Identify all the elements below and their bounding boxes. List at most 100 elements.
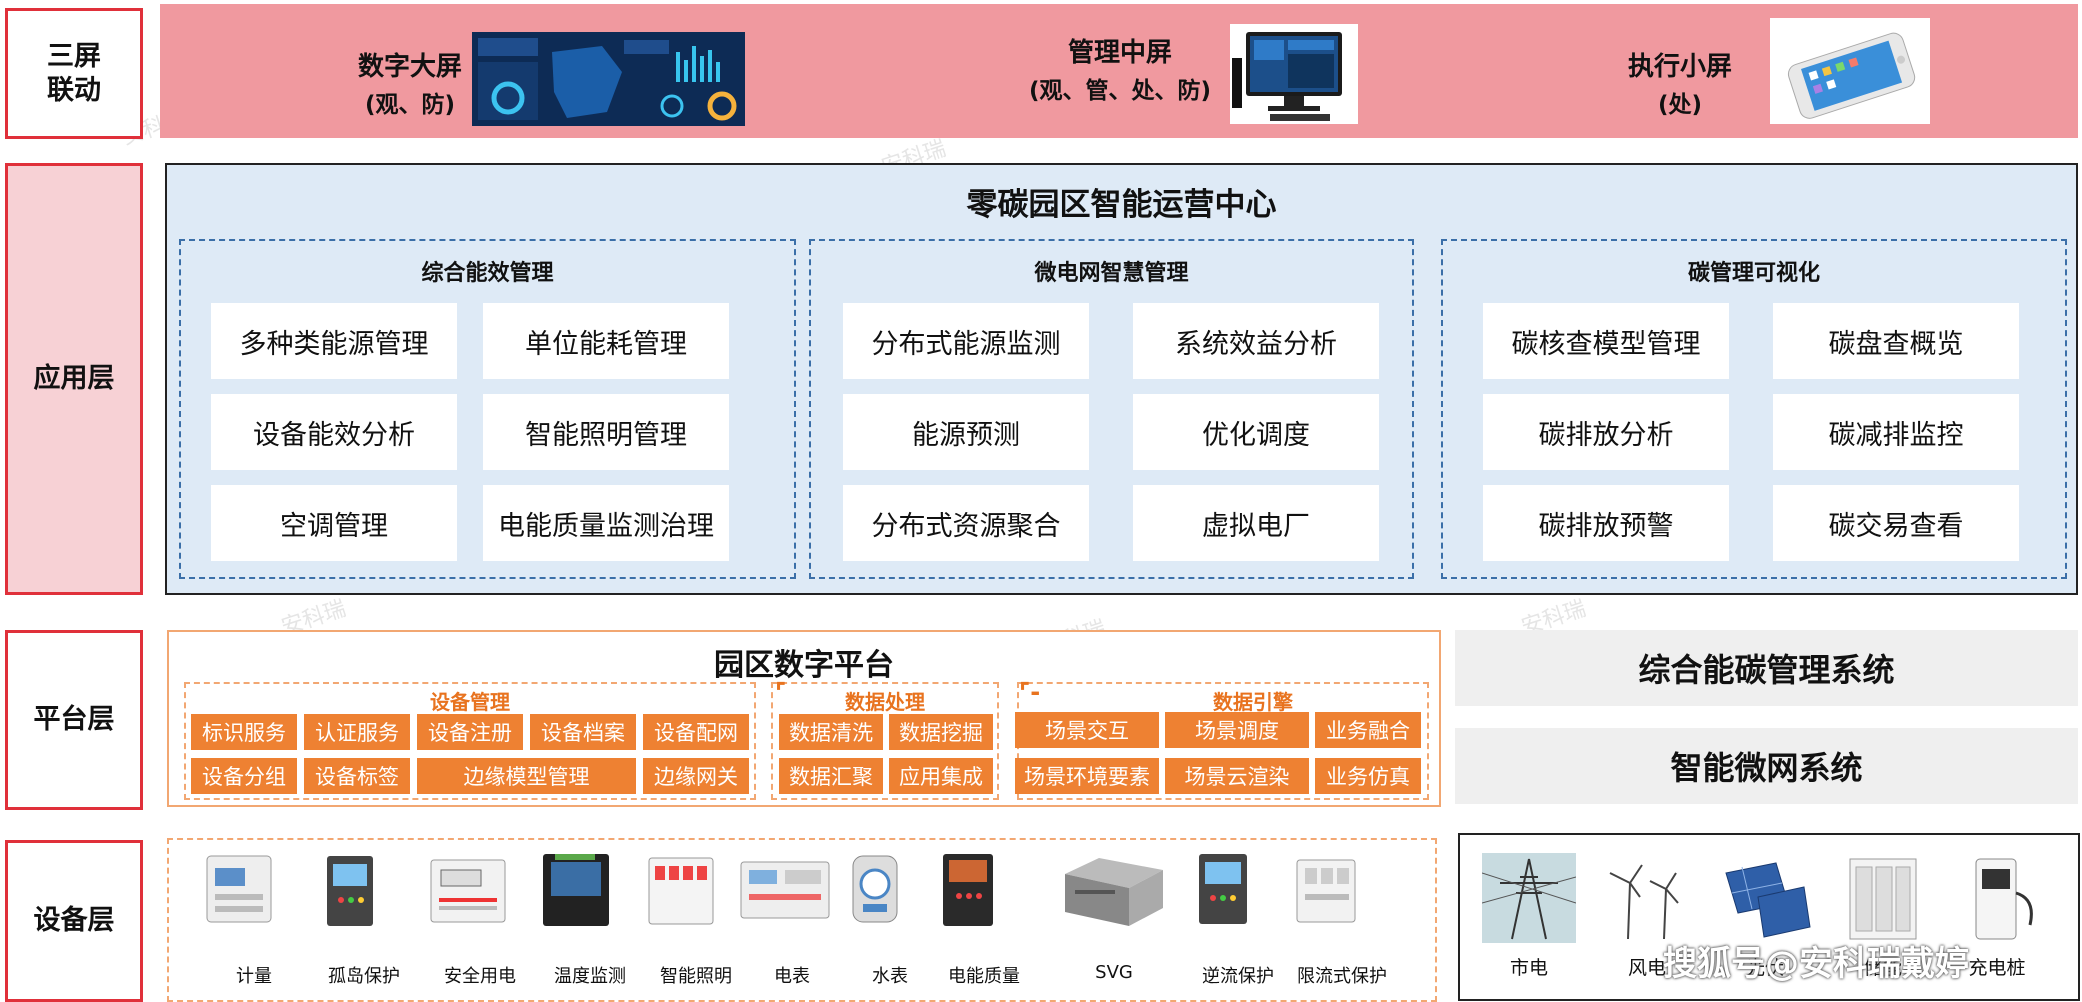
- app-item[interactable]: 优化调度: [1133, 394, 1379, 470]
- platform-item[interactable]: 设备分组: [191, 758, 297, 794]
- power-source-storage[interactable]: 储能: [1836, 853, 1930, 979]
- app-item[interactable]: 碳核查模型管理: [1483, 303, 1729, 379]
- platform-item[interactable]: 标识服务: [191, 714, 297, 750]
- app-item[interactable]: 碳盘查概览: [1773, 303, 2019, 379]
- device-label: 温度监测: [554, 966, 626, 987]
- app-item[interactable]: 分布式能源监测: [843, 303, 1089, 379]
- device-current-limiting[interactable]: 限流式保护: [1287, 850, 1397, 1000]
- app-item[interactable]: 设备能效分析: [211, 394, 457, 470]
- system-energy-carbon[interactable]: 综合能碳管理系统: [1455, 630, 2078, 706]
- safety-monitor-icon: [430, 859, 506, 923]
- footer-watermark: 搜狐号@安科瑞戴婷: [1663, 944, 1969, 984]
- mid-screen-label: 管理中屏 (观、管、处、防): [990, 34, 1250, 110]
- device-label: 电能质量: [948, 966, 1020, 987]
- dashboard-thumbnail-icon: [472, 32, 745, 126]
- device-label: 孤岛保护: [328, 966, 400, 987]
- app-item[interactable]: 分布式资源聚合: [843, 485, 1089, 561]
- platform-item[interactable]: 场景交互: [1015, 712, 1159, 748]
- app-item[interactable]: 单位能耗管理: [483, 303, 729, 379]
- device-water-meter[interactable]: 水表: [835, 850, 945, 1000]
- platform-item[interactable]: 场景云渲染: [1165, 758, 1309, 794]
- power-source-label: 光伏: [1745, 957, 1784, 979]
- device-power-quality[interactable]: 电能质量: [929, 850, 1039, 1000]
- power-source-charging[interactable]: 充电桩: [1950, 853, 2044, 979]
- platform-panel: 园区数字平台 设备管理 标识服务 认证服务 设备注册 设备档案 设备配网 设备分…: [167, 630, 1441, 807]
- app-item[interactable]: 能源预测: [843, 394, 1089, 470]
- module-microgrid: 微电网智慧管理 分布式能源监测 系统效益分析 能源预测 优化调度 分布式资源聚合…: [809, 239, 1414, 579]
- module-energy-efficiency: 综合能效管理 多种类能源管理 单位能耗管理 设备能效分析 智能照明管理 空调管理…: [179, 239, 796, 579]
- group-device-management: 设备管理 标识服务 认证服务 设备注册 设备档案 设备配网 设备分组 设备标签 …: [184, 682, 756, 800]
- power-source-label: 充电桩: [1968, 957, 2026, 979]
- system-microgrid[interactable]: 智能微网系统: [1455, 728, 2078, 804]
- device-label: SVG: [1095, 962, 1133, 983]
- platform-item[interactable]: 设备配网: [643, 714, 749, 750]
- battery-storage-icon: [1836, 853, 1930, 943]
- device-meter[interactable]: 计量: [199, 850, 309, 1000]
- device-label: 安全用电: [444, 966, 516, 987]
- solar-panel-icon: [1718, 853, 1812, 943]
- group-title: 数据引擎: [1213, 690, 1293, 714]
- reverse-power-relay-icon: [1199, 854, 1247, 924]
- power-source-label: 储能: [1863, 957, 1902, 979]
- device-panel: 计量 孤岛保护 安全用电 温度监测 智能照明 电表 水表 电能质量 SVG 逆流…: [167, 838, 1437, 1002]
- power-source-solar[interactable]: 光伏: [1718, 853, 1812, 979]
- platform-item[interactable]: 设备注册: [417, 714, 523, 750]
- app-item[interactable]: 碳减排监控: [1773, 394, 2019, 470]
- device-reverse-protection[interactable]: 逆流保护: [1183, 850, 1293, 1000]
- charging-pile-icon: [1950, 853, 2044, 943]
- platform-item[interactable]: 数据挖掘: [889, 714, 993, 750]
- small-screen-sub: (处): [1657, 92, 1703, 118]
- app-item[interactable]: 碳排放预警: [1483, 485, 1729, 561]
- platform-item[interactable]: 边缘网关: [643, 758, 749, 794]
- platform-item[interactable]: 场景调度: [1165, 712, 1309, 748]
- power-source-label: 市电: [1509, 957, 1548, 979]
- platform-item[interactable]: 设备档案: [530, 714, 636, 750]
- platform-item[interactable]: 场景环境要素: [1015, 758, 1159, 794]
- app-item[interactable]: 智能照明管理: [483, 394, 729, 470]
- platform-item[interactable]: 数据清洗: [779, 714, 883, 750]
- device-label: 水表: [872, 966, 908, 987]
- group-data-engine: ⌜- 数据引擎 场景交互 场景调度 业务融合 场景环境要素 场景云渲染 业务仿真: [1015, 678, 1429, 800]
- group-data-processing: ⌜ 数据处理 数据清洗 数据挖掘 数据汇聚 应用集成: [771, 678, 999, 800]
- power-source-wind[interactable]: 风电: [1600, 853, 1694, 979]
- electric-meter-icon: [740, 861, 830, 919]
- app-item[interactable]: 系统效益分析: [1133, 303, 1379, 379]
- app-item[interactable]: 电能质量监测治理: [483, 485, 729, 561]
- platform-item[interactable]: 认证服务: [304, 714, 410, 750]
- wind-turbine-icon: [1600, 853, 1694, 943]
- module-title: 综合能效管理: [421, 261, 554, 286]
- power-source-grid[interactable]: 市电: [1481, 853, 1577, 979]
- platform-item[interactable]: 数据汇聚: [779, 758, 883, 794]
- device-label: 智能照明: [660, 966, 732, 987]
- layer-label-screens: 三屏 联动: [5, 8, 143, 139]
- device-temperature-monitoring[interactable]: 温度监测: [535, 850, 645, 1000]
- mid-screen-title: 管理中屏: [1067, 38, 1172, 68]
- power-source-label: 风电: [1627, 957, 1666, 979]
- svg-cabinet-icon: [1065, 858, 1163, 926]
- power-quality-analyzer-icon: [943, 854, 993, 926]
- device-electric-meter[interactable]: 电表: [737, 850, 847, 1000]
- desktop-monitor-icon: [1230, 24, 1358, 124]
- app-item[interactable]: 空调管理: [211, 485, 457, 561]
- platform-item[interactable]: 设备标签: [304, 758, 410, 794]
- current-limiter-icon: [1296, 859, 1356, 923]
- platform-item[interactable]: 业务融合: [1315, 712, 1421, 748]
- energy-meter-icon: [206, 855, 272, 923]
- device-safe-electricity[interactable]: 安全用电: [425, 850, 535, 1000]
- group-title: 设备管理: [430, 690, 510, 714]
- app-item[interactable]: 碳排放分析: [1483, 394, 1729, 470]
- platform-item[interactable]: 边缘模型管理: [417, 758, 636, 794]
- protection-relay-icon: [327, 856, 373, 926]
- platform-item[interactable]: 应用集成: [889, 758, 993, 794]
- app-item[interactable]: 碳交易查看: [1773, 485, 2019, 561]
- power-sources-panel: 市电 风电 光伏 储能 充电桩: [1458, 833, 2080, 1001]
- device-island-protection[interactable]: 孤岛保护: [309, 850, 419, 1000]
- smartphone-icon: [1770, 18, 1930, 124]
- device-smart-lighting[interactable]: 智能照明: [641, 850, 751, 1000]
- big-screen-label: 数字大屏 (观、防): [310, 48, 510, 124]
- app-item[interactable]: 多种类能源管理: [211, 303, 457, 379]
- device-svg[interactable]: SVG: [1059, 850, 1169, 1000]
- lighting-controller-icon: [648, 857, 714, 925]
- platform-item[interactable]: 业务仿真: [1315, 758, 1421, 794]
- app-item[interactable]: 虚拟电厂: [1133, 485, 1379, 561]
